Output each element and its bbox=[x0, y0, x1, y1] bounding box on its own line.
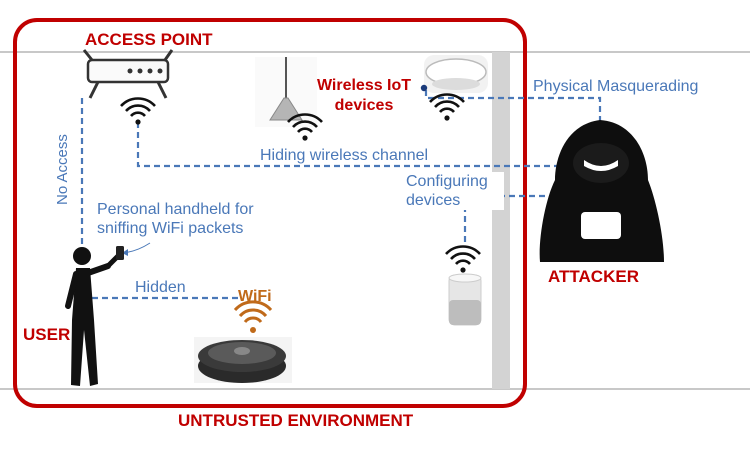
configuring-devices-label: Configuring devices bbox=[406, 172, 504, 211]
wifi-icon bbox=[444, 245, 482, 274]
hiding-channel-line bbox=[136, 122, 568, 168]
personal-handheld-label: Personal handheld for sniffing WiFi pack… bbox=[97, 201, 254, 238]
attacker-hood-icon bbox=[539, 120, 664, 262]
untrusted-environment-label: UNTRUSTED ENVIRONMENT bbox=[178, 411, 414, 430]
wireless-iot-label: Wireless IoT devices bbox=[316, 77, 412, 114]
untrusted-environment-frame bbox=[13, 18, 527, 408]
hiding-wireless-channel-label: Hiding wireless channel bbox=[260, 147, 429, 164]
no-access-label: No Access bbox=[54, 134, 71, 205]
wall-partition bbox=[492, 52, 510, 389]
wifi-icon bbox=[233, 300, 273, 333]
user-figure-icon bbox=[65, 247, 121, 386]
smart-speaker-icon bbox=[448, 273, 482, 326]
access-point-label: ACCESS POINT bbox=[85, 30, 213, 49]
attacker-label: ATTACKER bbox=[548, 267, 639, 286]
wifi-icon bbox=[428, 93, 466, 122]
user-label: USER bbox=[23, 325, 71, 344]
wifi-label: WiFi bbox=[238, 288, 272, 305]
router-icon bbox=[82, 49, 174, 99]
dashed-connectors bbox=[80, 90, 602, 300]
physical-masquerading-label: Physical Masquerading bbox=[533, 78, 699, 95]
handheld-pointer-head bbox=[122, 249, 128, 256]
smoke-detector-icon bbox=[420, 55, 488, 93]
wifi-icon bbox=[119, 97, 157, 126]
hidden-label: Hidden bbox=[135, 279, 186, 296]
masquerading-line bbox=[424, 90, 602, 125]
phone-icon bbox=[116, 246, 124, 260]
robot-vacuum-icon bbox=[194, 337, 292, 383]
